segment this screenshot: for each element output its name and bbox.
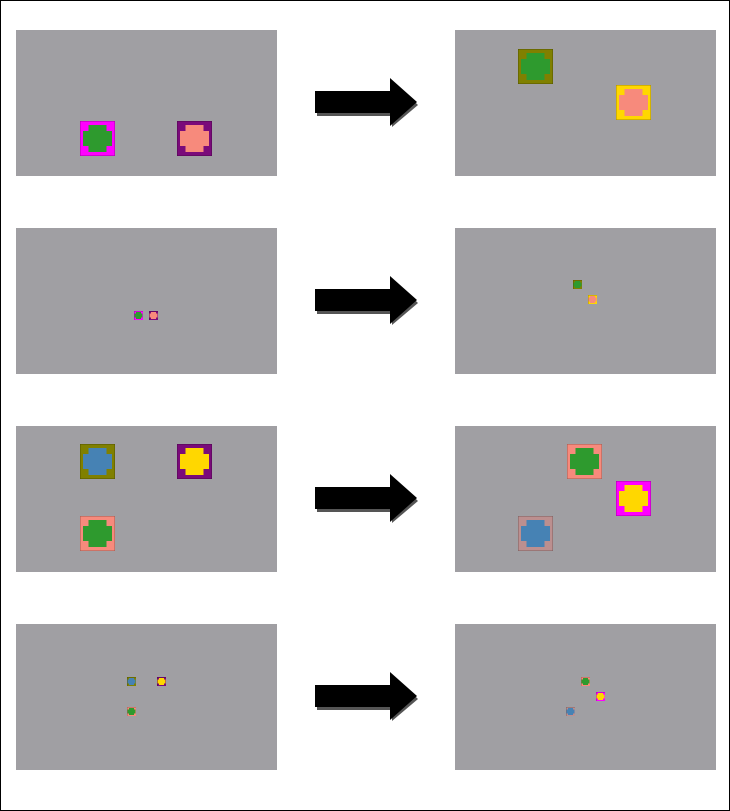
cross-tile: [149, 311, 158, 320]
cross-tile: [127, 707, 136, 716]
cross-tile: [134, 311, 143, 320]
output-panel-3: [455, 426, 716, 572]
cross-tile: [80, 121, 115, 156]
cross-shape: [157, 678, 166, 685]
right-arrow-icon: [314, 473, 420, 525]
input-panel-3: [16, 426, 277, 572]
cross-tile: [177, 444, 212, 479]
cross-tile: [177, 121, 212, 156]
cross-shape: [82, 125, 113, 152]
cross-tile: [588, 295, 597, 304]
cross-shape: [127, 708, 136, 715]
cross-shape: [569, 448, 600, 475]
cross-shape: [82, 520, 113, 547]
arrow-shape: [315, 276, 417, 324]
cross-tile: [127, 677, 136, 686]
input-panel-2: [16, 228, 277, 374]
cross-shape: [179, 448, 210, 475]
output-panel-1: [455, 30, 716, 176]
cross-tile: [567, 444, 602, 479]
cross-shape: [520, 520, 551, 547]
cross-tile: [573, 280, 582, 289]
cross-tile: [518, 49, 553, 84]
cross-shape: [618, 485, 649, 512]
cross-shape: [596, 693, 605, 700]
cross-shape: [566, 708, 575, 715]
cross-shape: [149, 312, 158, 319]
cross-shape: [82, 448, 113, 475]
cross-shape: [588, 296, 597, 303]
cross-tile: [616, 481, 651, 516]
cross-tile: [518, 516, 553, 551]
cross-tile: [157, 677, 166, 686]
output-panel-4: [455, 624, 716, 770]
input-panel-1: [16, 30, 277, 176]
cross-tile: [596, 692, 605, 701]
cross-tile: [566, 707, 575, 716]
cross-shape: [573, 281, 582, 288]
right-arrow-icon: [314, 671, 420, 723]
output-panel-2: [455, 228, 716, 374]
cross-tile: [581, 677, 590, 686]
cross-shape: [127, 678, 136, 685]
arrow-shape: [315, 672, 417, 720]
cross-tile: [80, 516, 115, 551]
right-arrow-icon: [314, 275, 420, 327]
cross-shape: [134, 312, 143, 319]
cross-tile: [616, 85, 651, 120]
input-panel-4: [16, 624, 277, 770]
arrow-shape: [315, 78, 417, 126]
cross-tile: [80, 444, 115, 479]
arrow-shape: [315, 474, 417, 522]
cross-shape: [179, 125, 210, 152]
cross-shape: [581, 678, 590, 685]
cross-shape: [618, 89, 649, 116]
right-arrow-icon: [314, 77, 420, 129]
cross-shape: [520, 53, 551, 80]
